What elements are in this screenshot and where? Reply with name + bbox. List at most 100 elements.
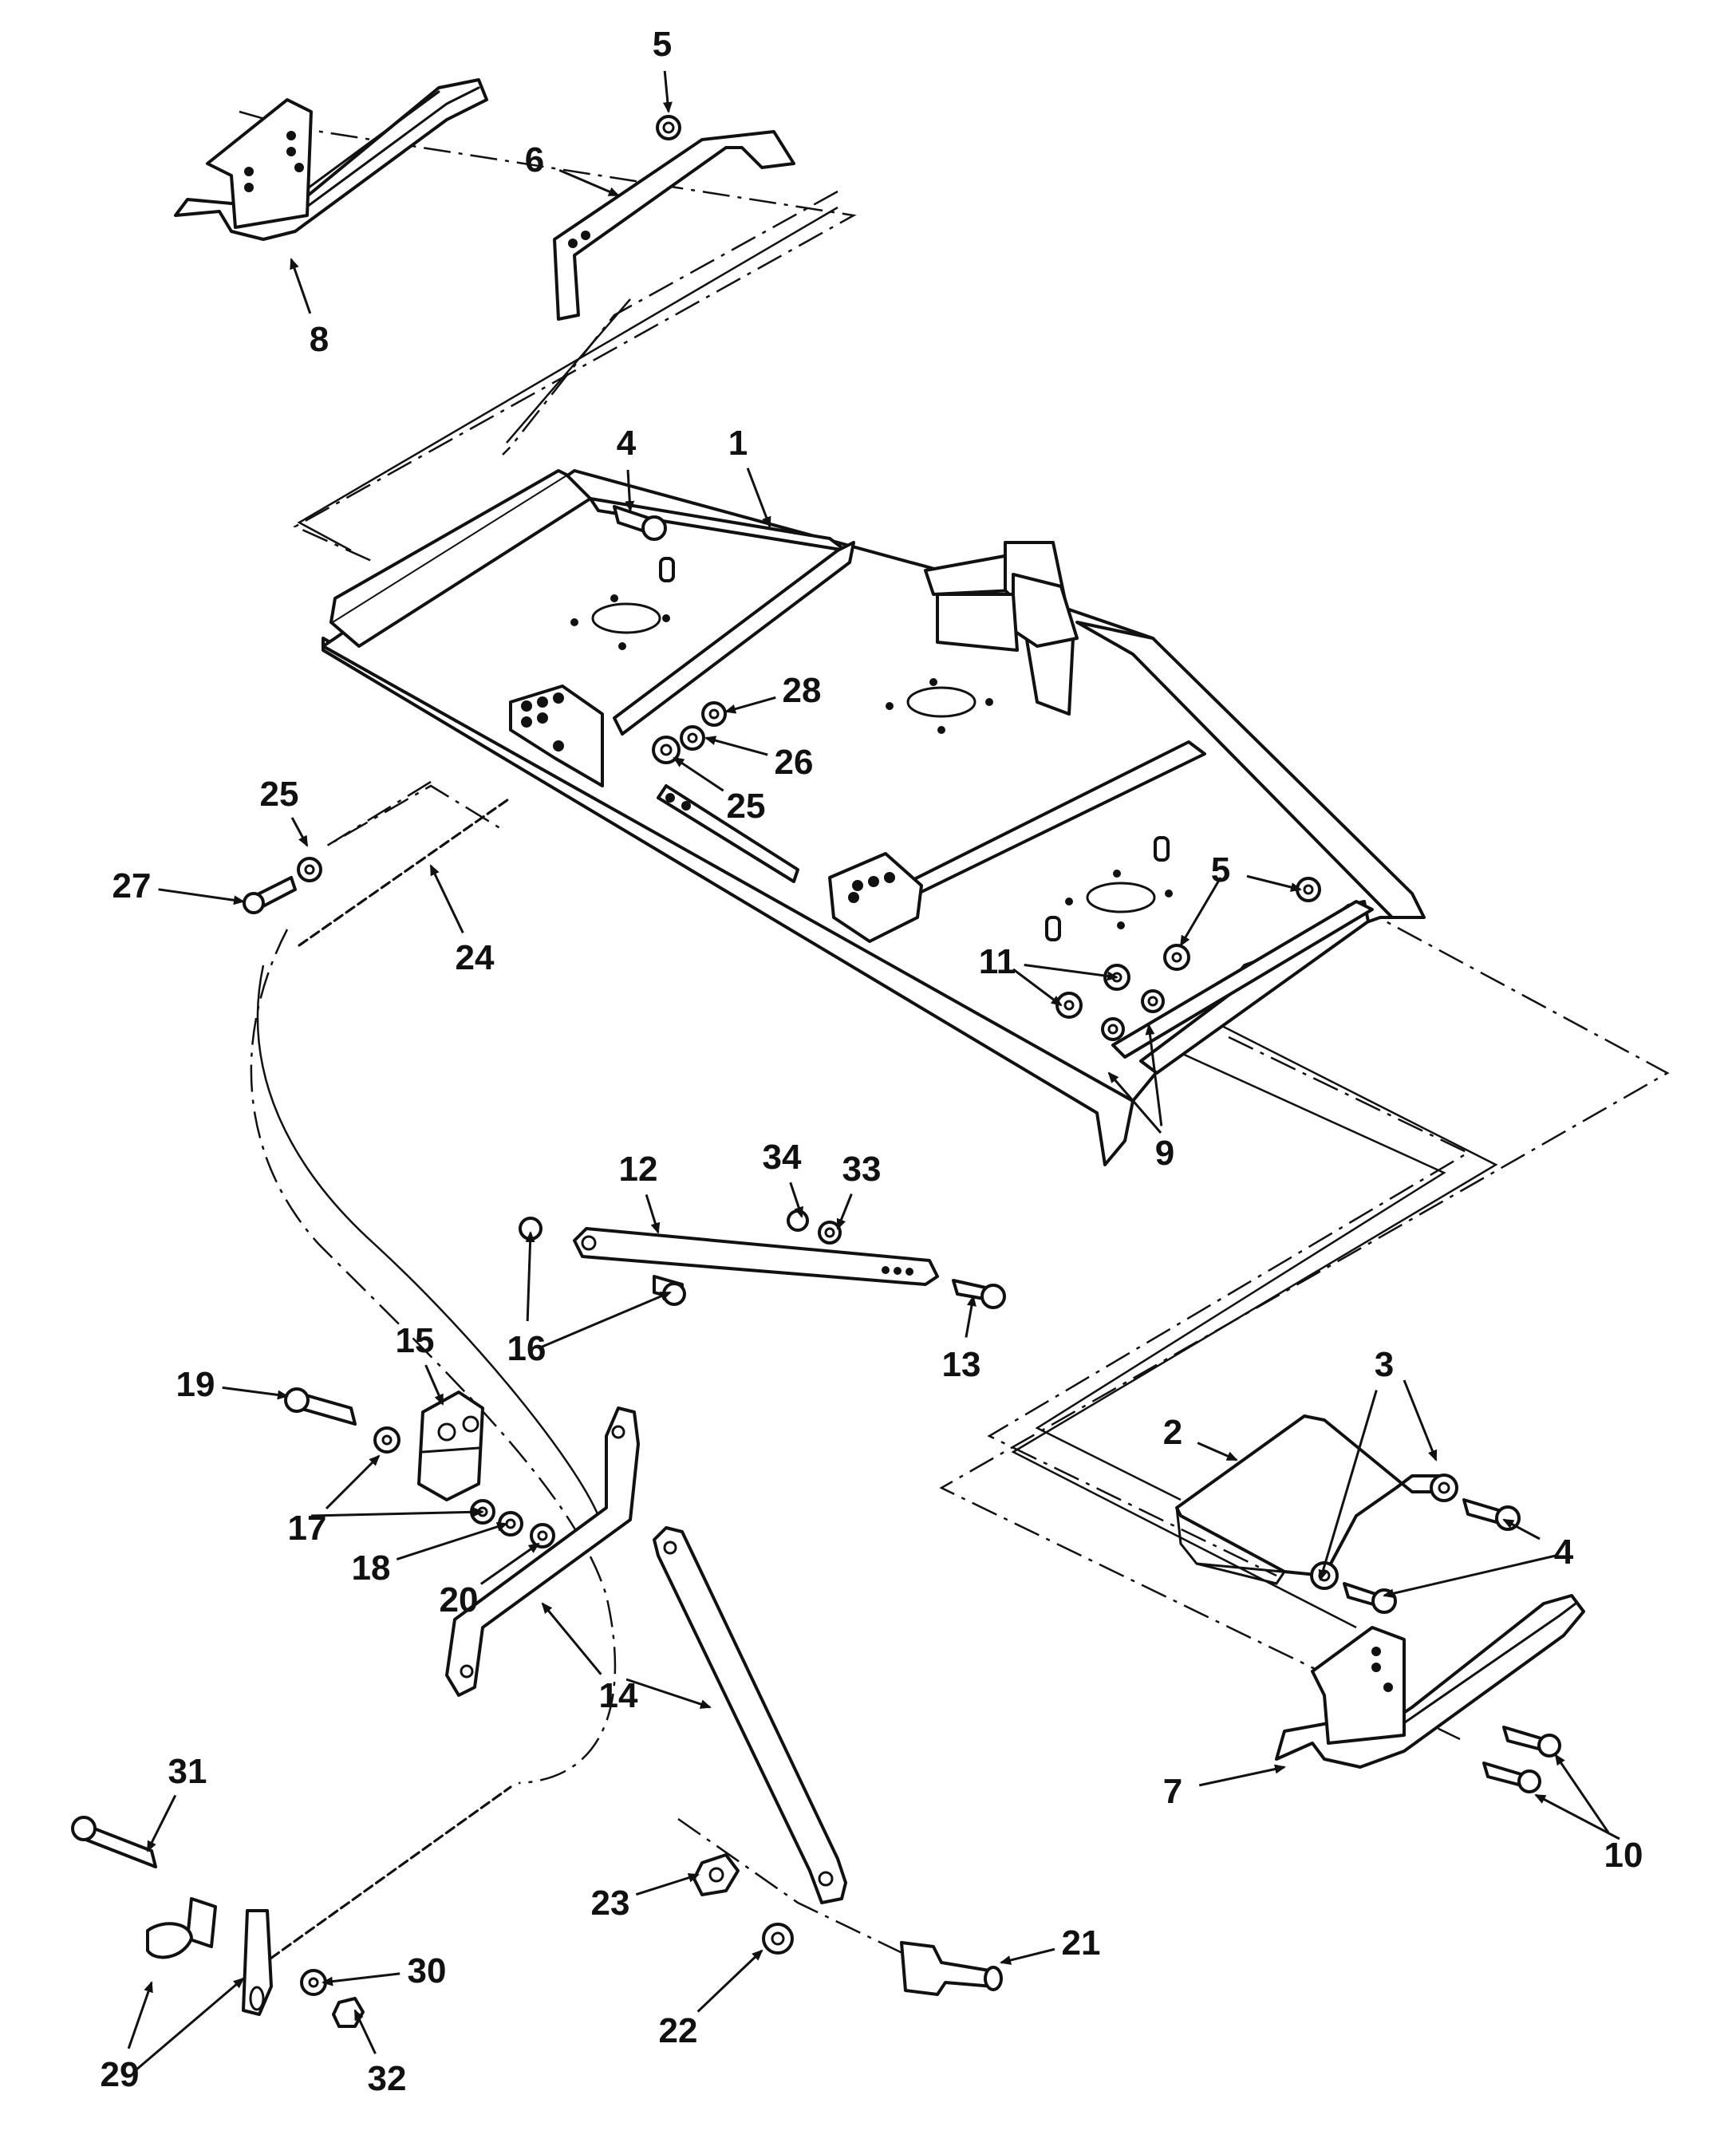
leader-line bbox=[429, 864, 464, 933]
leader-line bbox=[1179, 877, 1222, 947]
leader-line bbox=[645, 1194, 661, 1234]
leader-line bbox=[158, 888, 245, 905]
callout-number: 12 bbox=[619, 1150, 658, 1189]
callout-c5c bbox=[1179, 877, 1222, 947]
leader-line bbox=[1000, 1947, 1055, 1965]
assembly-line-top-2 bbox=[506, 298, 631, 444]
callout-number: 26 bbox=[775, 743, 814, 782]
hardware-cluster-center bbox=[652, 701, 727, 764]
callout-c32: 32 bbox=[353, 2009, 407, 2098]
leader-line bbox=[704, 736, 768, 756]
callout-number: 4 bbox=[617, 424, 637, 463]
leader-line bbox=[625, 1678, 712, 1709]
bolt-4-right-lower bbox=[1343, 1582, 1397, 1614]
callout-c13: 13 bbox=[942, 1295, 981, 1384]
bolt-4-top bbox=[613, 505, 667, 541]
phantom-line-chain-front bbox=[326, 780, 503, 847]
callout-c20: 20 bbox=[440, 1542, 540, 1619]
leader-line bbox=[662, 70, 673, 113]
callout-number: 9 bbox=[1155, 1134, 1174, 1173]
callout-c17b bbox=[310, 1507, 484, 1517]
callout-c28: 28 bbox=[724, 671, 822, 714]
leader-line bbox=[724, 696, 776, 714]
callout-c5b: 5 bbox=[1211, 850, 1302, 892]
callout-number: 27 bbox=[112, 866, 152, 905]
clevis-15 bbox=[284, 1387, 555, 1548]
phantom-line-pin-21 bbox=[677, 1817, 906, 1956]
callout-c4a: 4 bbox=[617, 424, 637, 512]
callout-number: 13 bbox=[942, 1345, 981, 1384]
callout-c8: 8 bbox=[290, 258, 329, 359]
callout-number: 14 bbox=[599, 1676, 638, 1715]
phantom-lines bbox=[239, 110, 1670, 1956]
callout-c25a: 25 bbox=[260, 775, 309, 847]
callout-c34: 34 bbox=[763, 1138, 803, 1218]
callout-c27: 27 bbox=[112, 866, 245, 905]
bracket-6 bbox=[553, 115, 795, 321]
callout-number: 25 bbox=[727, 787, 766, 826]
leader-line bbox=[1107, 1071, 1162, 1134]
callout-number: 28 bbox=[783, 671, 822, 710]
chain-24 bbox=[298, 796, 512, 947]
leader-line bbox=[1554, 1754, 1610, 1833]
callout-c31: 31 bbox=[146, 1752, 207, 1852]
leader-line bbox=[1502, 1518, 1541, 1541]
leader-line bbox=[1197, 1442, 1238, 1462]
callout-c3b bbox=[1403, 1379, 1438, 1462]
bolt-10-lower bbox=[1482, 1761, 1541, 1793]
callout-c19: 19 bbox=[176, 1365, 289, 1404]
assembly-line-right-3 bbox=[1035, 1051, 1446, 1501]
link-arm-12 bbox=[519, 1209, 1006, 1309]
callout-number: 33 bbox=[842, 1150, 882, 1189]
callout-c1: 1 bbox=[728, 424, 771, 528]
leader-line bbox=[836, 1193, 853, 1230]
leader-line bbox=[541, 1602, 602, 1675]
callout-number: 7 bbox=[1163, 1772, 1182, 1811]
phantom-line-right-runner bbox=[939, 904, 1670, 1741]
leader-line bbox=[396, 1521, 508, 1560]
callout-number: 21 bbox=[1062, 1923, 1101, 1963]
callout-number: 19 bbox=[176, 1365, 215, 1404]
nut-32 bbox=[332, 1997, 365, 2028]
bolt-10-upper bbox=[1502, 1726, 1561, 1758]
callout-number: 1 bbox=[728, 424, 748, 463]
leader-line bbox=[558, 169, 620, 197]
bracket-2 bbox=[1175, 1414, 1446, 1585]
callout-c23: 23 bbox=[591, 1872, 700, 1923]
callout-c30: 30 bbox=[322, 1951, 446, 1990]
callout-c18: 18 bbox=[352, 1521, 508, 1588]
callout-number: 10 bbox=[1604, 1836, 1643, 1875]
callout-number: 15 bbox=[396, 1321, 435, 1360]
bolt-27 bbox=[243, 876, 297, 914]
callout-c9: 9 bbox=[1145, 1024, 1174, 1173]
callout-c29b bbox=[135, 1977, 245, 2072]
leader-line bbox=[1246, 874, 1302, 892]
callout-c9b bbox=[1107, 1071, 1162, 1134]
callout-number: 5 bbox=[1211, 850, 1230, 890]
callout-number: 6 bbox=[525, 140, 544, 180]
callout-number: 5 bbox=[653, 25, 672, 64]
callout-number: 24 bbox=[456, 938, 495, 977]
leader-line bbox=[525, 1231, 535, 1322]
callout-number: 32 bbox=[368, 2059, 407, 2098]
assembly-line-right-1 bbox=[1011, 1012, 1498, 1629]
leader-line bbox=[424, 1364, 444, 1406]
leader-line bbox=[1318, 1390, 1378, 1581]
leader-line bbox=[1012, 968, 1063, 1007]
bolt-4-right-upper bbox=[1462, 1498, 1521, 1531]
chain-routing-line bbox=[256, 965, 600, 1517]
callout-number: 29 bbox=[101, 2055, 140, 2094]
callout-c3: 3 bbox=[1318, 1345, 1394, 1581]
callout-number: 2 bbox=[1163, 1413, 1182, 1452]
leader-line bbox=[538, 1291, 672, 1350]
leader-line bbox=[1198, 1764, 1286, 1787]
leader-line bbox=[222, 1386, 289, 1400]
leader-line bbox=[325, 1454, 381, 1510]
phantom-line-top-bracket bbox=[502, 190, 838, 456]
callout-c12: 12 bbox=[619, 1150, 661, 1234]
callout-number: 20 bbox=[440, 1580, 479, 1619]
leader-line bbox=[353, 2009, 377, 2054]
callout-c11: 11 bbox=[979, 942, 1119, 981]
callout-c5a: 5 bbox=[653, 25, 673, 113]
leader-line bbox=[746, 467, 771, 528]
